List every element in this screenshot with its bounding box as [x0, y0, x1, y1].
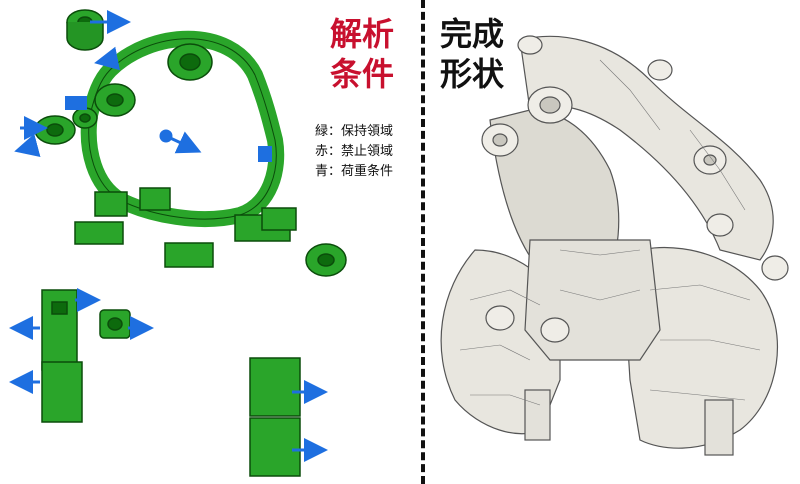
- finished-shape-title: 完成 形状: [430, 14, 514, 94]
- legend-item-keep: 緑：保持領域: [315, 124, 394, 139]
- legend-item-forbidden: 赤：禁止領域: [315, 144, 394, 159]
- analysis-condition-title-line2: 条件: [329, 55, 394, 93]
- finished-shape-right-lobe: [619, 246, 778, 449]
- finished-shape-title-line2: 形状: [439, 55, 504, 93]
- keep-region-collar: [305, 243, 347, 277]
- finished-shape-mesh: [459, 59, 761, 406]
- keep-region-block: [74, 221, 124, 245]
- analysis-condition-title: 解析 条件: [320, 14, 404, 94]
- split-divider: [421, 0, 425, 484]
- keep-region-boss-center: [94, 83, 136, 117]
- finished-shape-upper-frame: [519, 35, 774, 261]
- load-arrows: [9, 10, 328, 462]
- keep-region-small-ring: [99, 309, 131, 339]
- keep-region-stack-left: [41, 289, 83, 423]
- keep-region-stack-right: [249, 357, 301, 477]
- analysis-condition-title-line1: 解析: [329, 15, 394, 53]
- keep-region-boss-inner: [72, 107, 98, 129]
- finished-shape-title-line1: 完成: [439, 15, 504, 53]
- finished-shape: [440, 35, 789, 456]
- keep-region-boss-upper: [167, 43, 213, 81]
- legend: 緑：保持領域 赤：禁止領域 青：荷重条件: [315, 122, 393, 182]
- keep-region-boss-left: [34, 115, 76, 145]
- legend-item-load: 青：荷重条件: [315, 164, 394, 179]
- keep-region-model: [34, 9, 347, 477]
- keep-region-boss-top: [66, 9, 104, 51]
- load-nodes: [65, 96, 272, 162]
- keep-region-block: [164, 242, 214, 268]
